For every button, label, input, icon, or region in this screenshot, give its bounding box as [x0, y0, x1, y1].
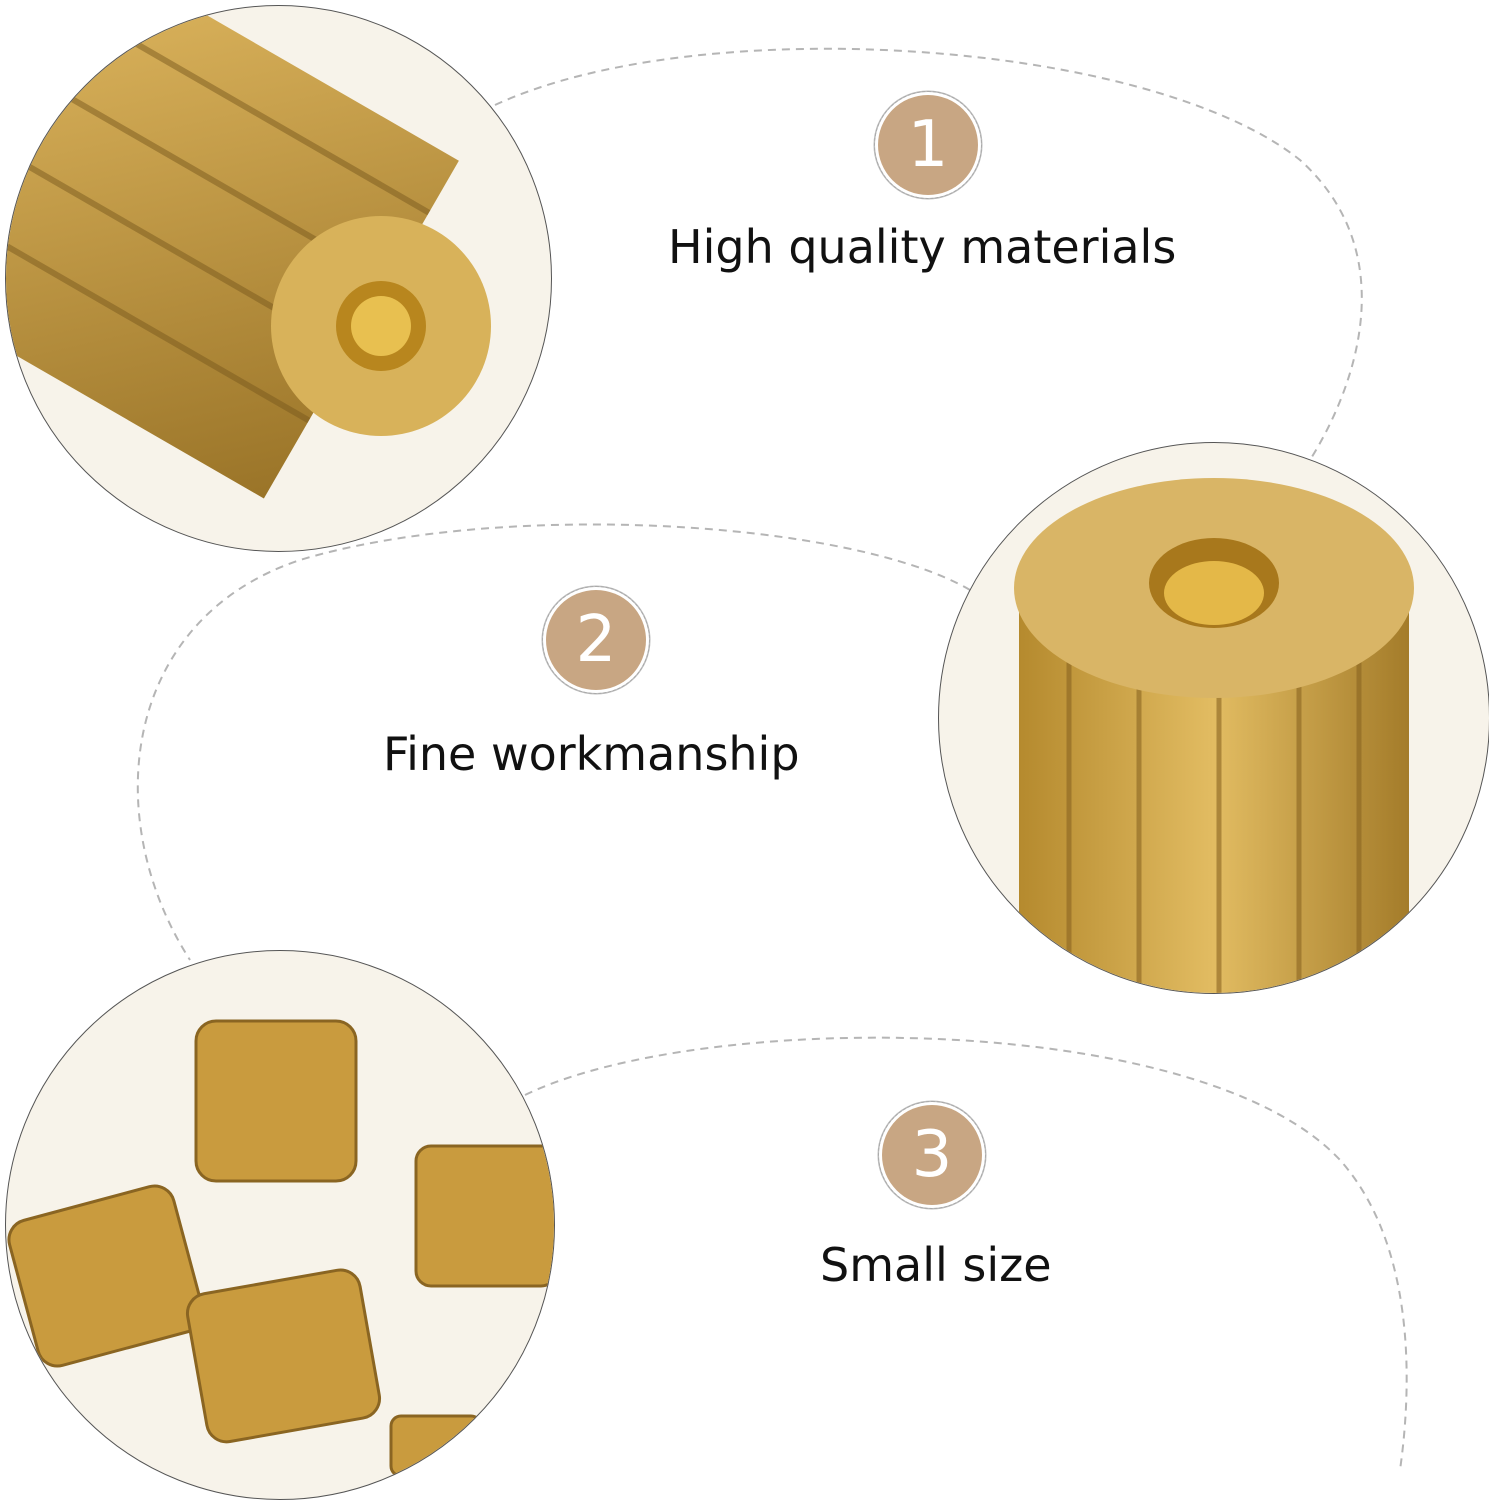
- feature-number-badge: 3: [878, 1101, 986, 1209]
- feature-number-badge: 1: [874, 91, 982, 199]
- badge-number: 3: [911, 1118, 953, 1192]
- badge-number: 2: [575, 603, 617, 677]
- gear-icon: [7, 1019, 554, 1478]
- gear-front-photo-right: [938, 442, 1489, 994]
- feature-label: Fine workmanship: [383, 727, 800, 781]
- badge-number: 1: [907, 108, 949, 182]
- feature-number-badge: 2: [542, 586, 650, 694]
- feature-label: High quality materials: [668, 220, 1177, 274]
- feature-label: Small size: [820, 1238, 1052, 1292]
- multiple-gears-photo-bottom: [5, 950, 555, 1500]
- gear-closeup-photo-top: [5, 5, 552, 552]
- gear-icon: [6, 6, 491, 499]
- gear-icon: [1014, 478, 1414, 993]
